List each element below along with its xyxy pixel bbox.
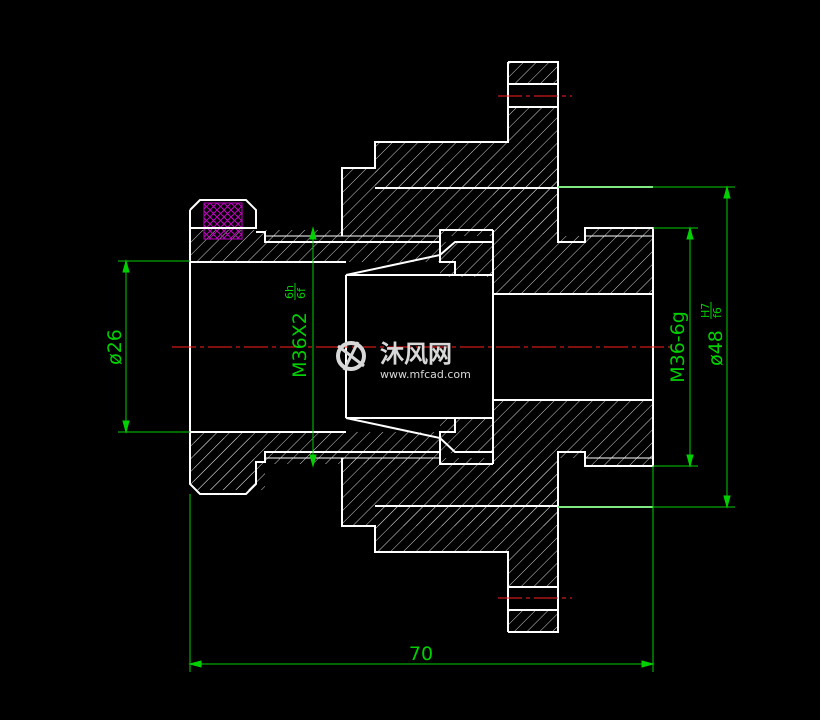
watermark: 沐风网 www.mfcad.com [336,340,471,381]
dimension-pilot-diameter: ø48 H7 f6 [699,302,727,366]
inner-thread-tolerance-top: 6h [283,285,296,299]
part-outlines [189,61,654,633]
pilot-diameter-label: ø48 [705,330,727,366]
inner-thread-tolerance-bottom: 6f [295,287,308,299]
centerlines [172,95,672,599]
watermark-url: www.mfcad.com [380,368,471,381]
pilot-tolerance-bottom: f6 [711,307,724,318]
dimension-lines [118,185,735,672]
watermark-name: 沐风网 [380,340,452,368]
watermark-logo-icon [336,341,366,371]
dimension-overall-length: 70 [409,643,433,665]
section-hatching [190,62,653,632]
dimension-inner-thread: M36X2 6h 6f [283,283,311,378]
inner-thread-label: M36X2 [289,312,311,378]
o-ring-seal [203,202,243,240]
dimension-outer-thread: M36-6g [667,311,689,383]
pilot-tolerance-top: H7 [699,303,712,318]
dimension-bore-diameter: ø26 [104,329,126,365]
